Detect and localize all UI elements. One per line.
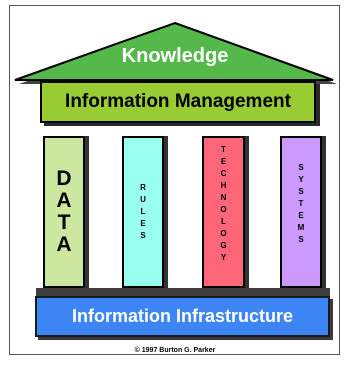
- roof-triangle: [14, 21, 334, 81]
- beam-information-management: Information Management: [40, 81, 316, 123]
- pillar-technology: T E C H N O L O G Y: [202, 136, 245, 288]
- pillar-letter: S: [140, 231, 146, 240]
- pillar-letter: L: [221, 217, 226, 226]
- pillar-letter: D: [56, 167, 72, 190]
- pillar-letter: Y: [220, 253, 227, 262]
- pillar-letter: S: [298, 163, 304, 172]
- pillar-letter: E: [220, 157, 227, 166]
- pillar-data: D A T A: [43, 136, 85, 288]
- pillar-letter: S: [298, 235, 304, 244]
- pillar-letter: C: [220, 169, 227, 178]
- pillar-letter: U: [140, 195, 146, 204]
- pillar-letter: M: [297, 223, 305, 232]
- plinth: [36, 288, 330, 296]
- base-information-infrastructure: Information Infrastructure: [35, 296, 330, 337]
- pillar-letter: E: [140, 219, 146, 228]
- pillar-letter: H: [220, 181, 227, 190]
- pillar-letter: T: [221, 145, 226, 154]
- pillar-letter: R: [140, 183, 146, 192]
- pillar-letter: O: [220, 205, 227, 214]
- roof-label: Knowledge: [121, 45, 229, 67]
- pillar-letter: G: [220, 241, 227, 250]
- pillar-letter: T: [57, 211, 71, 234]
- pillar-letter: L: [140, 207, 146, 216]
- pillar-systems: S Y S T E M S: [280, 136, 322, 288]
- pillar-letter: A: [56, 233, 72, 256]
- pillar-letter: Y: [298, 175, 304, 184]
- pillar-letter: O: [220, 229, 227, 238]
- pillar-letter: S: [298, 187, 304, 196]
- pillar-letter: T: [298, 199, 304, 208]
- copyright-notice: © 1997 Burton G. Parker: [134, 347, 216, 354]
- pillar-letter: N: [220, 193, 227, 202]
- pillar-letter: E: [298, 211, 304, 220]
- pillar-letter: A: [56, 189, 72, 212]
- pillar-rules: R U L E S: [122, 136, 164, 288]
